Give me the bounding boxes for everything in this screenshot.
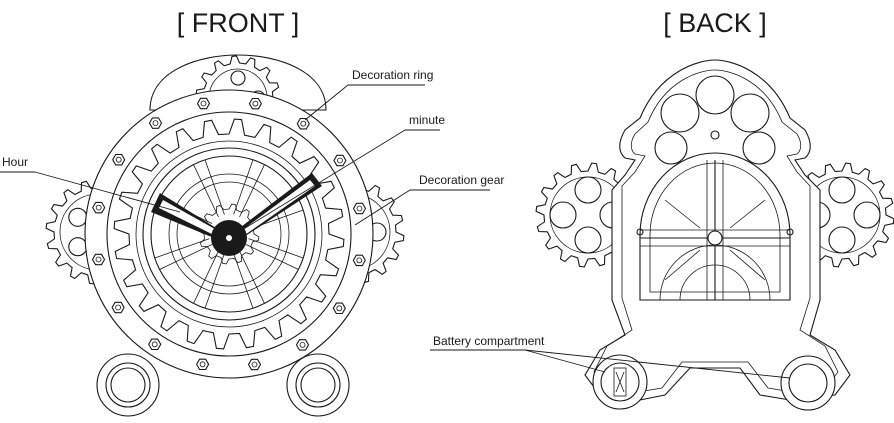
battery-compartment-label: Battery compartment <box>433 334 545 348</box>
hands-hub <box>211 220 247 256</box>
back-view: [ BACK ] <box>430 8 894 411</box>
ring-bolt <box>148 338 162 351</box>
foot-left <box>96 353 160 417</box>
gear-hole <box>230 70 246 86</box>
front-view: [ FRONT ] <box>0 8 504 417</box>
ring-bolt <box>295 339 310 351</box>
decoration-gear-leader <box>354 189 411 226</box>
gear-hole <box>828 176 856 204</box>
gear-hole <box>574 176 602 204</box>
hour-hand <box>151 193 229 243</box>
ring-bolt <box>352 202 367 215</box>
back-top-circles <box>654 75 776 165</box>
ring-bolt <box>112 153 126 166</box>
ring-bolt <box>195 358 210 371</box>
gear-hole <box>549 201 577 229</box>
back-heading: [ BACK ] <box>663 8 767 38</box>
inner-rings <box>142 147 316 321</box>
gear-hole <box>853 201 881 229</box>
minute-label: minute <box>409 113 445 127</box>
ring-bolt <box>333 154 347 167</box>
ring-bolt <box>248 97 263 110</box>
decoration-ring-label: Decoration ring <box>352 68 433 82</box>
ring-bolt <box>148 117 163 129</box>
battery-compartment-left <box>592 354 648 410</box>
ring-bolts <box>91 97 367 371</box>
ring-bolt <box>247 358 262 371</box>
decoration-gear-label: Decoration gear <box>419 173 504 187</box>
front-heading: [ FRONT ] <box>177 8 300 38</box>
back-dial <box>636 130 794 301</box>
ring-bolt <box>332 302 346 315</box>
foot-right <box>286 353 350 417</box>
ring-bolt <box>91 253 106 266</box>
battery-compartment-right <box>780 355 836 411</box>
gear-hole <box>574 226 602 254</box>
ring-bolt <box>196 97 211 110</box>
gear-hole <box>828 226 856 254</box>
ring-bolt <box>352 254 366 267</box>
decoration-ring-leader <box>304 84 349 121</box>
ring-bolt <box>92 201 106 214</box>
hour-label: Hour <box>2 155 28 169</box>
minute-leader <box>241 129 406 231</box>
ring-bolt <box>111 301 125 314</box>
